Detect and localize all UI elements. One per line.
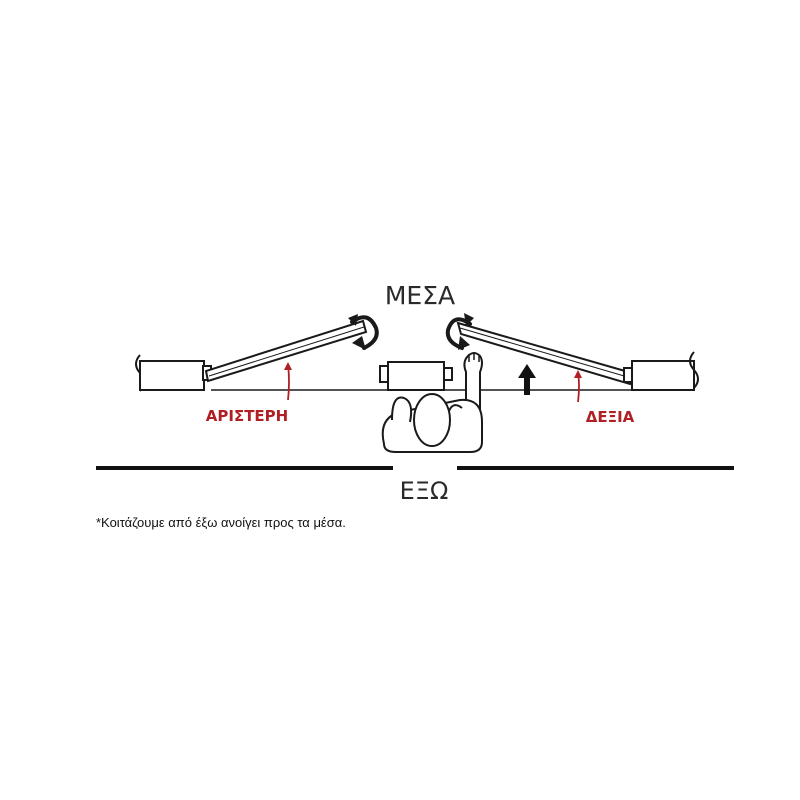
inside-label: ΜΕΣΑ [385,281,455,310]
right-door-leaf [456,321,634,386]
rotate-arrow-icon [348,314,379,350]
left-pointer-line [284,362,292,401]
person-from-behind-icon [381,352,483,453]
wall-right-segment [623,351,699,391]
wall-left-segment [135,354,212,392]
right-label: ΔΕΞΙΑ [586,408,635,426]
outside-label: ΕΞΩ [400,477,449,505]
footnote: *Κοιτάζουμε από έξω ανοίγει προς τα μέσα… [96,515,346,530]
left-label: ΑΡΙΣΤΕΡΗ [206,407,288,425]
rotate-arrow-icon [445,313,474,350]
middle-frame [379,361,453,391]
arrow-up-icon [518,364,536,395]
right-pointer-line [574,370,582,403]
left-door-leaf [204,319,368,383]
